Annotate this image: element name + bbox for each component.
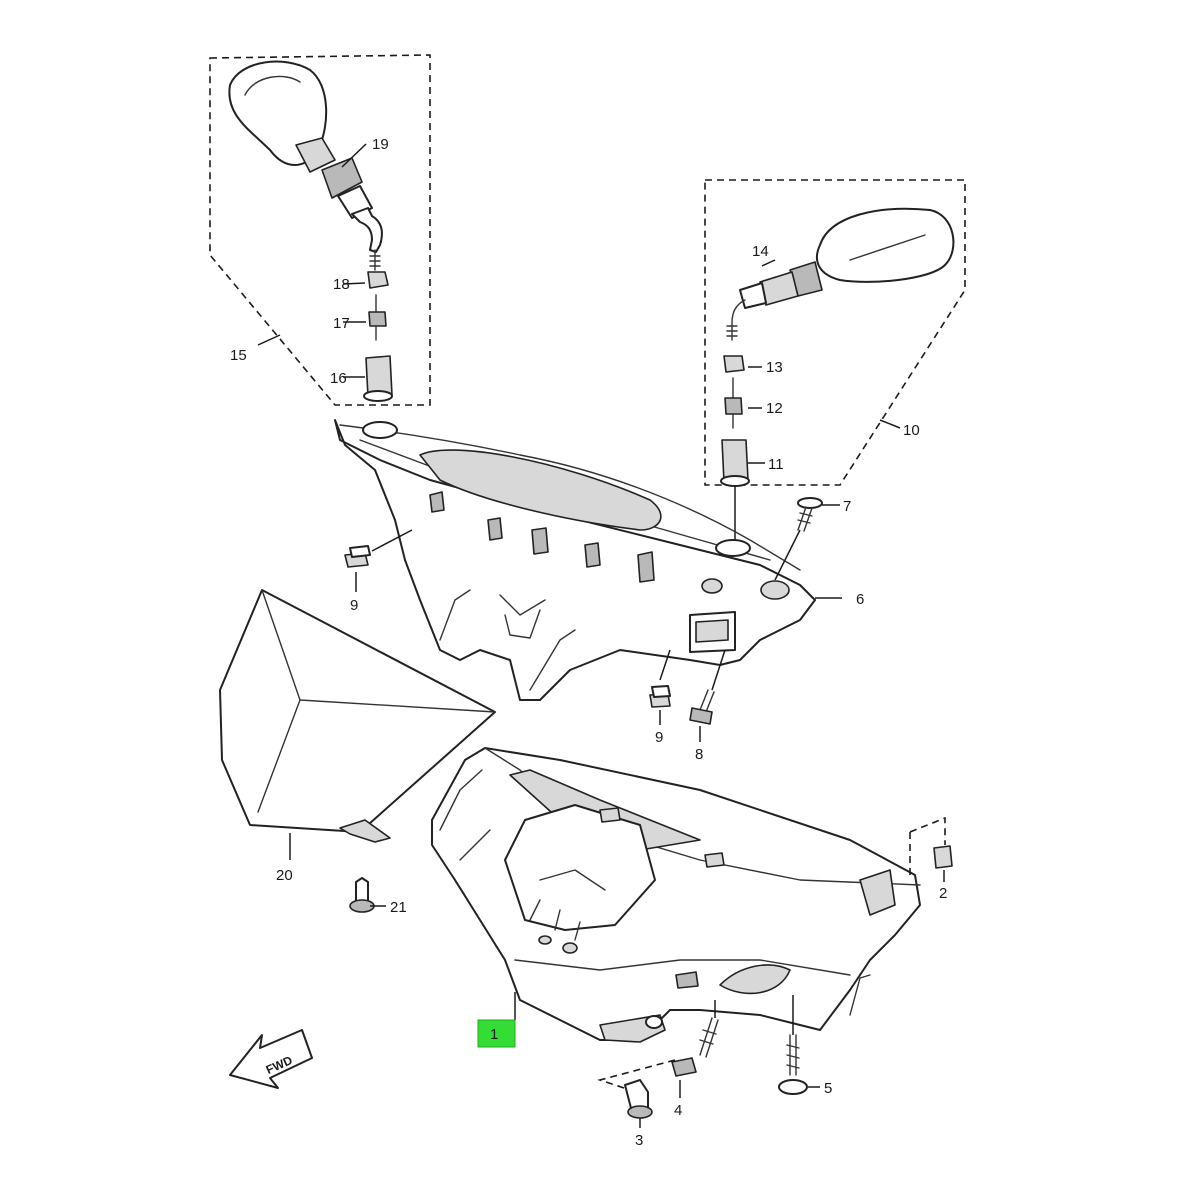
callout-9-right: 9 [655,729,663,746]
forward-direction-arrow: FWD [229,1029,313,1089]
callout-12: 12 [766,400,783,417]
callout-9-left: 9 [350,597,358,614]
handlebar-upper-cover [334,419,842,701]
callout-11: 11 [768,456,784,473]
callout-1: 1 [490,1026,498,1043]
screw-7 [774,497,840,581]
callout-17: 17 [333,315,350,332]
clip-2 [909,816,953,882]
callout-20: 20 [276,867,293,884]
right-mirror-head [815,207,955,283]
callout-16: 16 [330,370,347,387]
clip-nut-9-left [344,529,413,592]
callout-19: 19 [372,136,389,153]
right-mirror-group [704,179,966,545]
callout-2: 2 [939,885,947,902]
callout-14: 14 [752,243,769,260]
callout-8: 8 [695,746,703,763]
rivet-3 [597,1059,676,1128]
handlebar-lower-cover-1 [431,747,921,1043]
left-mirror-group [209,54,431,406]
callout-5: 5 [824,1080,832,1097]
screw-8 [689,649,726,742]
rivet-21 [349,877,386,913]
callout-6: 6 [856,591,864,608]
headlight-cover-20 [219,589,496,860]
callout-labels: 1 2 3 4 5 6 7 8 9 9 10 11 12 13 14 15 16… [230,136,947,1149]
callout-18: 18 [333,276,350,293]
screw-4 [671,1000,719,1098]
callout-21: 21 [390,899,407,916]
callout-7: 7 [843,498,851,515]
callout-3: 3 [635,1132,643,1149]
callout-1-highlight [477,1019,516,1048]
screw-5 [778,995,820,1095]
callout-15: 15 [230,347,247,364]
callout-4: 4 [674,1102,682,1119]
clip-nut-9-right [649,649,671,725]
callout-10: 10 [903,422,920,439]
callout-13: 13 [766,359,783,376]
